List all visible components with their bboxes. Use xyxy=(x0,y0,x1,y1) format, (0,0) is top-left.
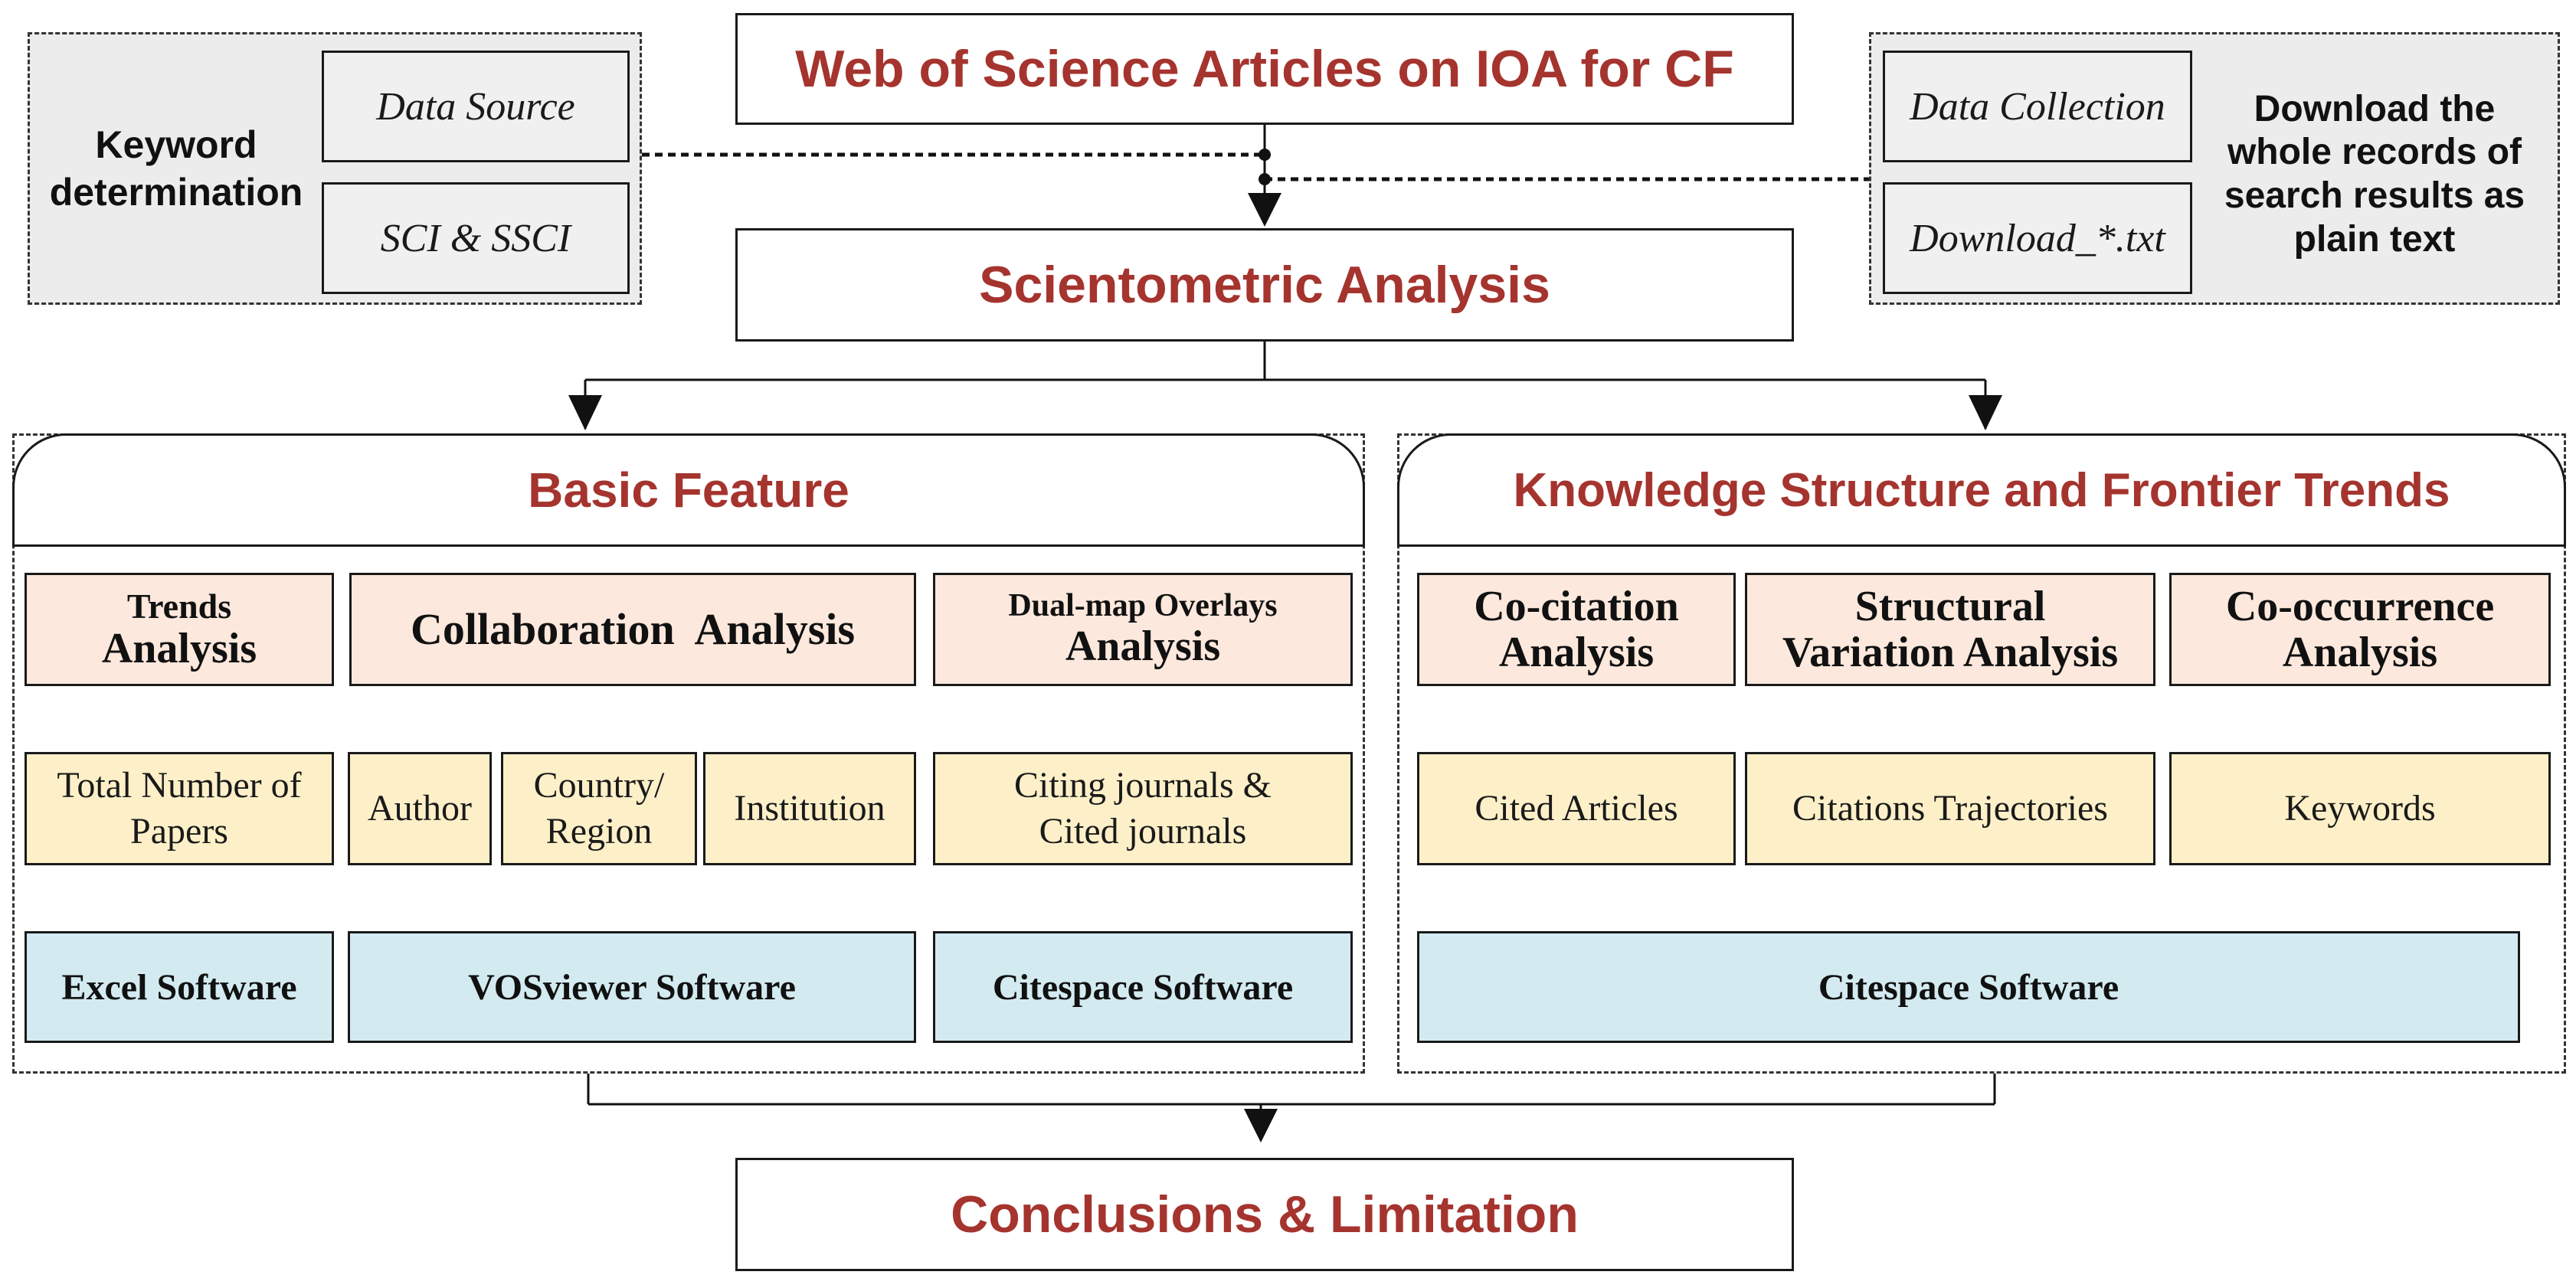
junction-dot-left xyxy=(1259,149,1271,161)
institution-box: Institution xyxy=(703,752,916,865)
data-collection-label: Data Collection xyxy=(1910,84,2165,129)
download-txt-box: Download_*.txt xyxy=(1883,182,2192,294)
vosviewer-software-box: VOSviewer Software xyxy=(348,931,916,1043)
collaboration-analysis-box: Collaboration Analysis xyxy=(349,573,916,686)
analysis-title: Scientometric Analysis xyxy=(979,256,1550,314)
cooccurrence-line2: Analysis xyxy=(2282,629,2438,676)
country-region-box: Country/ Region xyxy=(501,752,697,865)
citations-trajectories-box: Citations Trajectories xyxy=(1745,752,2155,865)
keyword-label: Keyword determination xyxy=(49,123,303,214)
data-source-box: Data Source xyxy=(322,51,630,162)
sci-ssci-box: SCI & SSCI xyxy=(322,182,630,294)
cocitation-line2: Analysis xyxy=(1498,629,1655,676)
keywords-box: Keywords xyxy=(2169,752,2551,865)
author-label: Author xyxy=(368,788,472,829)
structural-analysis-box: Structural Variation Analysis xyxy=(1745,573,2155,686)
download-label: Download the whole records of search res… xyxy=(2224,88,2525,260)
total-papers-box: Total Number of Papers xyxy=(25,752,334,865)
author-box: Author xyxy=(348,752,492,865)
country-region-label: Country/ Region xyxy=(533,765,665,852)
arrow-to-knowledge xyxy=(1969,395,2002,430)
vosviewer-software-label: VOSviewer Software xyxy=(468,966,796,1008)
dual-line1: Dual-map Overlays xyxy=(1008,588,1278,624)
collaboration-title: Collaboration Analysis xyxy=(410,603,856,654)
excel-software-box: Excel Software xyxy=(25,931,334,1043)
conclusions-box: Conclusions & Limitation xyxy=(735,1158,1794,1271)
trends-analysis-box: Trends Analysis xyxy=(25,573,334,686)
trends-line2: Analysis xyxy=(101,624,257,672)
arrow-to-conclusions xyxy=(1244,1109,1278,1143)
knowledge-title: Knowledge Structure and Frontier Trends xyxy=(1513,463,2450,517)
cocitation-line1: Co-citation xyxy=(1474,582,1679,630)
dual-map-analysis-box: Dual-map Overlays Analysis xyxy=(933,573,1353,686)
data-source-label: Data Source xyxy=(376,84,575,129)
data-collection-box: Data Collection xyxy=(1883,51,2192,162)
cocitation-analysis-box: Co-citation Analysis xyxy=(1417,573,1736,686)
keywords-label: Keywords xyxy=(2284,788,2436,829)
journals-box: Citing journals & Cited journals xyxy=(933,752,1353,865)
excel-software-label: Excel Software xyxy=(61,966,297,1008)
citations-trajectories-label: Citations Trajectories xyxy=(1792,788,2108,829)
structural-line1: Structural xyxy=(1854,582,2046,630)
cooccurrence-analysis-box: Co-occurrence Analysis xyxy=(2169,573,2551,686)
basic-feature-header: Basic Feature xyxy=(12,433,1365,547)
cooccurrence-line1: Co-occurrence xyxy=(2225,582,2495,630)
arrow-to-basic xyxy=(568,395,602,430)
total-papers-label: Total Number of Papers xyxy=(57,765,302,852)
top-title-box: Web of Science Articles on IOA for CF xyxy=(735,13,1794,125)
dual-line2: Analysis xyxy=(1065,623,1221,671)
sci-ssci-label: SCI & SSCI xyxy=(380,216,571,260)
citespace-software-label-basic: Citespace Software xyxy=(992,966,1294,1008)
institution-label: Institution xyxy=(734,788,885,829)
cited-articles-box: Cited Articles xyxy=(1417,752,1736,865)
journals-label: Citing journals & Cited journals xyxy=(1014,765,1272,852)
citespace-software-box-basic: Citespace Software xyxy=(933,931,1353,1043)
conclusions-title: Conclusions & Limitation xyxy=(951,1185,1579,1244)
cited-articles-label: Cited Articles xyxy=(1475,788,1678,829)
citespace-software-box-knowledge: Citespace Software xyxy=(1417,931,2520,1043)
trends-line1: Trends xyxy=(126,586,232,626)
knowledge-header: Knowledge Structure and Frontier Trends xyxy=(1397,433,2566,547)
citespace-software-label-knowledge: Citespace Software xyxy=(1818,966,2119,1008)
arrow-to-analysis xyxy=(1248,193,1281,227)
structural-line2: Variation Analysis xyxy=(1782,629,2119,676)
basic-feature-title: Basic Feature xyxy=(528,463,849,518)
junction-dot-right xyxy=(1259,173,1271,185)
analysis-title-box: Scientometric Analysis xyxy=(735,228,1794,342)
download-txt-label: Download_*.txt xyxy=(1910,216,2165,260)
top-title: Web of Science Articles on IOA for CF xyxy=(795,40,1734,98)
